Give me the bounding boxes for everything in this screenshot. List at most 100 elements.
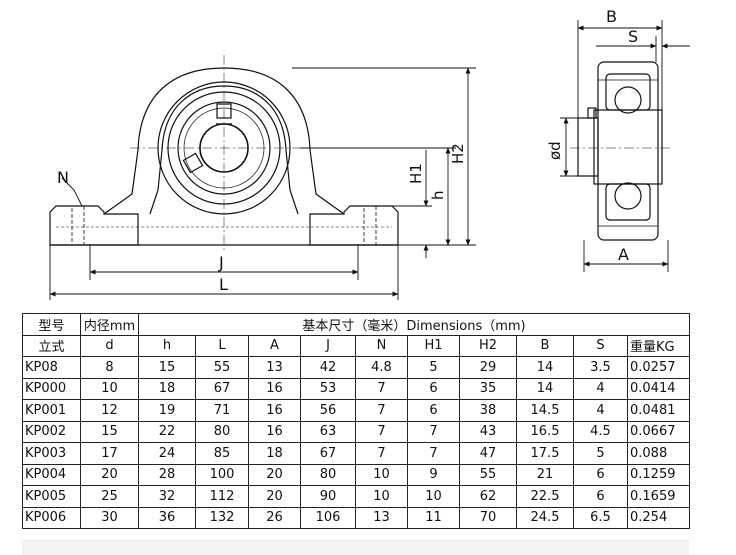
value-cell: 90 xyxy=(300,485,356,508)
side-view xyxy=(570,61,670,241)
value-cell: 4.5 xyxy=(573,420,628,443)
value-cell: 5 xyxy=(407,356,460,379)
table-header-row-1: 型号 内径mm 基本尺寸（毫米）Dimensions（mm) xyxy=(22,313,690,336)
front-view xyxy=(49,55,399,250)
header-cell: A xyxy=(248,334,301,357)
value-cell: 10 xyxy=(407,485,460,508)
value-cell: 20 xyxy=(248,463,301,486)
label-S: S xyxy=(628,27,638,46)
value-cell: 100 xyxy=(195,463,249,486)
value-cell: 80 xyxy=(195,420,249,443)
value-cell: 17.5 xyxy=(516,442,574,465)
value-cell: 26 xyxy=(248,506,301,529)
header-cell: d xyxy=(80,334,139,357)
value-cell: 11 xyxy=(407,506,460,529)
value-cell: 16 xyxy=(248,377,301,400)
model-cell: KP000 xyxy=(22,377,81,400)
value-cell: 25 xyxy=(80,485,139,508)
value-cell: 35 xyxy=(459,377,517,400)
value-cell: 20 xyxy=(248,485,301,508)
model-cell: KP004 xyxy=(22,463,81,486)
value-cell: 7 xyxy=(407,442,460,465)
value-cell: 6 xyxy=(407,399,460,422)
value-cell: 15 xyxy=(138,356,196,379)
value-cell: 7 xyxy=(355,442,408,465)
value-cell: 85 xyxy=(195,442,249,465)
value-cell: 62 xyxy=(459,485,517,508)
value-cell: 7 xyxy=(355,377,408,400)
value-cell: 12 xyxy=(80,399,139,422)
label-J: J xyxy=(218,253,224,272)
label-H2: H2 xyxy=(449,143,467,164)
value-cell: 14.5 xyxy=(516,399,574,422)
model-cell: KP08 xyxy=(22,356,81,379)
value-cell: 7 xyxy=(355,420,408,443)
header-dimensions: 基本尺寸（毫米）Dimensions（mm) xyxy=(138,313,690,336)
dimensions-table: 型号 内径mm 基本尺寸（毫米）Dimensions（mm) 立式 d h L … xyxy=(22,313,690,529)
header-cell: H2 xyxy=(459,334,517,357)
footer-strip xyxy=(22,540,689,555)
header-cell: B xyxy=(516,334,574,357)
value-cell: 10 xyxy=(355,463,408,486)
value-cell: 29 xyxy=(459,356,517,379)
value-cell: 17 xyxy=(80,442,139,465)
value-cell: 16.5 xyxy=(516,420,574,443)
value-cell: 0.0667 xyxy=(627,420,690,443)
value-cell: 0.0257 xyxy=(627,356,690,379)
value-cell: 43 xyxy=(459,420,517,443)
value-cell: 13 xyxy=(355,506,408,529)
value-cell: 0.1259 xyxy=(627,463,690,486)
value-cell: 132 xyxy=(195,506,249,529)
header-cell: 立式 xyxy=(22,334,81,357)
value-cell: 6 xyxy=(573,485,628,508)
value-cell: 70 xyxy=(459,506,517,529)
value-cell: 0.1659 xyxy=(627,485,690,508)
value-cell: 67 xyxy=(300,442,356,465)
header-model: 型号 xyxy=(22,313,81,336)
value-cell: 4.8 xyxy=(355,356,408,379)
value-cell: 6 xyxy=(573,463,628,486)
value-cell: 10 xyxy=(355,485,408,508)
value-cell: 22 xyxy=(138,420,196,443)
value-cell: 30 xyxy=(80,506,139,529)
value-cell: 6 xyxy=(407,377,460,400)
header-cell: N xyxy=(355,334,408,357)
value-cell: 22.5 xyxy=(516,485,574,508)
value-cell: 13 xyxy=(248,356,301,379)
model-cell: KP002 xyxy=(22,420,81,443)
header-cell: h xyxy=(138,334,196,357)
value-cell: 24 xyxy=(138,442,196,465)
value-cell: 16 xyxy=(248,420,301,443)
value-cell: 10 xyxy=(80,377,139,400)
value-cell: 56 xyxy=(300,399,356,422)
value-cell: 55 xyxy=(195,356,249,379)
label-A: A xyxy=(618,245,629,264)
value-cell: 112 xyxy=(195,485,249,508)
value-cell: 55 xyxy=(459,463,517,486)
value-cell: 21 xyxy=(516,463,574,486)
value-cell: 38 xyxy=(459,399,517,422)
technical-drawing: N J L H1 h H2 B S ød A xyxy=(49,7,690,300)
front-dimensions xyxy=(49,67,476,300)
value-cell: 0.254 xyxy=(627,506,690,529)
value-cell: 32 xyxy=(138,485,196,508)
label-N: N xyxy=(57,168,69,187)
model-cell: KP006 xyxy=(22,506,81,529)
value-cell: 9 xyxy=(407,463,460,486)
value-cell: 0.088 xyxy=(627,442,690,465)
value-cell: 80 xyxy=(300,463,356,486)
header-cell: J xyxy=(300,334,356,357)
value-cell: 36 xyxy=(138,506,196,529)
value-cell: 53 xyxy=(300,377,356,400)
value-cell: 3.5 xyxy=(573,356,628,379)
value-cell: 5 xyxy=(573,442,628,465)
model-cell: KP001 xyxy=(22,399,81,422)
header-cell: L xyxy=(195,334,249,357)
value-cell: 42 xyxy=(300,356,356,379)
